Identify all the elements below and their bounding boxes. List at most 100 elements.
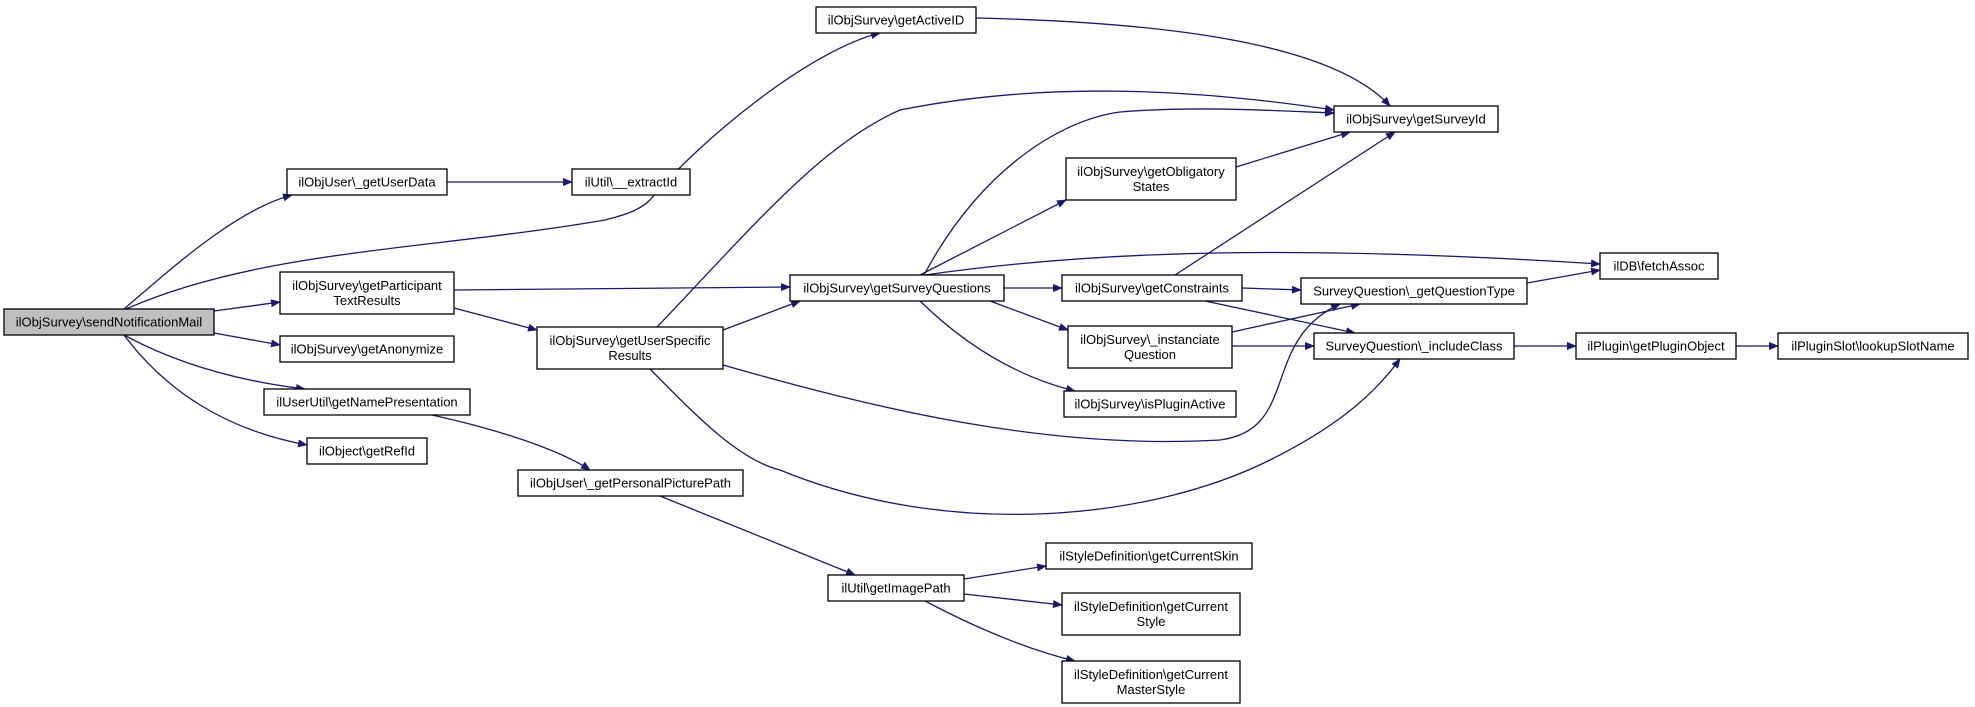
edge-root-to-getParticipantTextResults [213,299,281,312]
edges [123,17,1779,663]
node-label: ilUtil\getImagePath [841,581,950,596]
node-box [1063,390,1237,418]
node-box [1599,252,1719,280]
node-box [1300,277,1528,305]
edge-instanciateQuestion-to-getQuestionType [1231,302,1361,333]
node-label: ilUserUtil\getNamePresentation [276,395,457,410]
node-get-anonymize[interactable]: ilObjSurvey\getAnonymize [279,335,455,363]
node-label: Results [608,348,652,363]
node-label: ilStyleDefinition\getCurrent [1074,599,1228,614]
node-label: ilObjSurvey\getActiveID [828,13,965,28]
node-label: ilPluginSlot\lookupSlotName [1791,339,1954,354]
node-get-name-presentation[interactable]: ilUserUtil\getNamePresentation [263,388,471,416]
node-get-survey-id[interactable]: ilObjSurvey\getSurveyId [1333,105,1499,133]
node-box [1061,660,1241,704]
node-box [306,437,428,465]
node-box [279,335,455,363]
node-get-question-type[interactable]: SurveyQuestion\_getQuestionType [1300,277,1528,305]
node-box [1065,157,1237,201]
node-label: MasterStyle [1117,682,1186,697]
node-label: ilUtil\__extractId [585,175,677,190]
node-box [1067,325,1233,369]
edge-getQuestionType-to-fetchAssoc [1526,267,1601,284]
node-label: ilPlugin\getPluginObject [1587,339,1725,354]
edge-getConstraints-to-getSurveyId [1174,131,1396,276]
node-get-current-skin[interactable]: ilStyleDefinition\getCurrentSkin [1045,542,1253,570]
node-root[interactable]: ilObjSurvey\sendNotificationMail [3,308,215,336]
node-label: SurveyQuestion\_getQuestionType [1313,284,1515,299]
edge-getSurveyQuestions-to-isPluginActive [919,300,1076,393]
node-label: ilObjUser\_getUserData [298,175,436,190]
node-label: ilStyleDefinition\getCurrentSkin [1059,549,1238,564]
edge-getUserSpecificResults-to-getSurveyQuestions [722,300,801,331]
node-label: ilObjSurvey\getConstraints [1075,281,1229,296]
edge-root-to-getActiveID [125,31,881,310]
edge-getSurveyQuestions-to-fetchAssoc [924,251,1601,276]
node-label: ilObjSurvey\getSurveyId [1346,112,1485,127]
node-box [263,388,471,416]
edge-getObligatoryStates-to-getSurveyId [1235,130,1351,168]
node-label: ilObjSurvey\getAnonymize [291,342,443,357]
edge-getImagePath-to-getCurrentMasterStyle [924,600,1076,663]
node-get-image-path[interactable]: ilUtil\getImagePath [827,574,965,602]
node-label: ilDB\fetchAssoc [1613,259,1705,274]
node-label: ilObjSurvey\sendNotificationMail [16,315,203,330]
node-label: SurveyQuestion\_includeClass [1325,339,1503,354]
node-is-plugin-active[interactable]: ilObjSurvey\isPluginActive [1063,390,1237,418]
edge-getSurveyQuestions-to-getObligatoryStates [919,199,1067,276]
node-get-constraints[interactable]: ilObjSurvey\getConstraints [1061,274,1243,302]
edge-getUserSpecificResults-to-getQuestionType [722,303,1341,443]
node-label: ilObjSurvey\_instanciate [1080,332,1219,347]
node-extract-id[interactable]: ilUtil\__extractId [571,168,691,196]
node-box [286,168,448,196]
edge-getActiveID-to-getSurveyId [975,17,1391,107]
node-get-plugin-object[interactable]: ilPlugin\getPluginObject [1575,332,1737,360]
node-fetch-assoc[interactable]: ilDB\fetchAssoc [1599,252,1719,280]
edge-getSurveyQuestions-to-getSurveyId [923,108,1335,276]
node-box [517,469,744,497]
node-box [1061,274,1243,302]
node-label: ilObjSurvey\getUserSpecific [549,333,711,348]
node-label: Style [1137,614,1166,629]
node-label: TextResults [333,293,401,308]
node-label: States [1133,179,1170,194]
node-get-survey-questions[interactable]: ilObjSurvey\getSurveyQuestions [789,274,1005,302]
node-label: ilObjSurvey\getParticipant [292,278,442,293]
edge-getImagePath-to-getCurrentSkin [963,563,1047,580]
node-box [1575,332,1737,360]
node-label: ilObjUser\_getPersonalPicturePath [530,476,731,491]
edge-getImagePath-to-getCurrentStyle [963,593,1063,608]
node-box [279,271,455,315]
node-include-class[interactable]: SurveyQuestion\_includeClass [1313,332,1515,360]
node-label: ilObjSurvey\getSurveyQuestions [803,281,991,296]
node-get-active-id[interactable]: ilObjSurvey\getActiveID [815,6,977,34]
node-box [815,6,977,34]
node-label: ilStyleDefinition\getCurrent [1074,667,1228,682]
edge-getSurveyQuestions-to-instanciateQuestion [989,300,1069,331]
node-lookup-slot-name[interactable]: ilPluginSlot\lookupSlotName [1777,332,1969,360]
edge-root-to-getAnonymize [213,332,281,348]
node-label: ilObjSurvey\getObligatory [1077,164,1225,179]
node-get-user-data[interactable]: ilObjUser\_getUserData [286,168,448,196]
node-box [1777,332,1969,360]
node-box [1061,592,1241,636]
edge-getConstraints-to-includeClass [1204,300,1356,336]
edge-root-to-getNamePresentation [123,334,306,392]
edge-getParticipantTextResults-to-getSurveyQuestions [453,283,791,292]
edge-root-to-getRefId [123,334,308,448]
edge-getNamePresentation-to-getPersonalPicturePath [431,414,591,471]
node-get-ref-id[interactable]: ilObject\getRefId [306,437,428,465]
node-get-personal-picture-path[interactable]: ilObjUser\_getPersonalPicturePath [517,469,744,497]
nodes: ilObjSurvey\sendNotificationMail ilObjSur… [3,6,1969,704]
edge-getUserSpecificResults-to-getSurveyId [656,90,1335,328]
node-box [1045,542,1253,570]
node-box [827,574,965,602]
node-box [3,308,215,336]
